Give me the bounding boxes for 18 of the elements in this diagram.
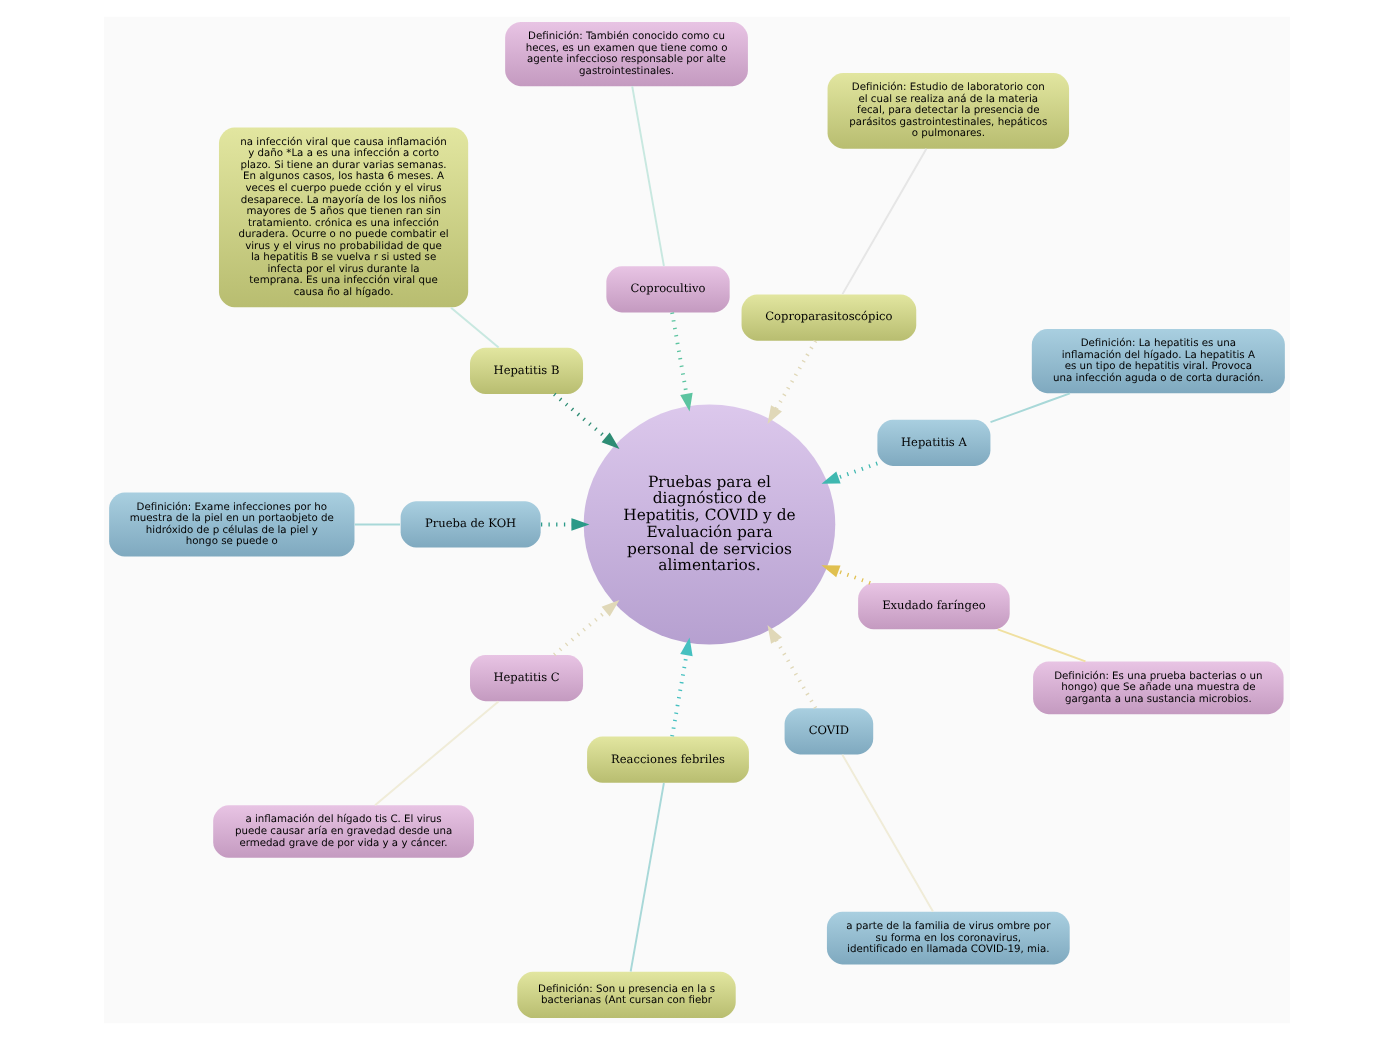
arrow xyxy=(766,340,817,425)
arrow xyxy=(820,461,877,484)
arrow xyxy=(669,637,692,737)
arrow xyxy=(669,312,692,412)
arrow xyxy=(820,565,870,585)
connector xyxy=(630,85,664,267)
connector xyxy=(373,700,499,807)
connector xyxy=(995,628,1086,663)
arrow xyxy=(552,600,619,657)
arrow xyxy=(552,392,619,449)
connector xyxy=(840,753,933,913)
arrow xyxy=(540,518,589,531)
connector xyxy=(352,523,401,526)
connector xyxy=(449,306,499,349)
connector xyxy=(628,782,664,973)
arrow xyxy=(766,624,817,709)
connector xyxy=(840,147,927,296)
connector xyxy=(988,392,1070,424)
